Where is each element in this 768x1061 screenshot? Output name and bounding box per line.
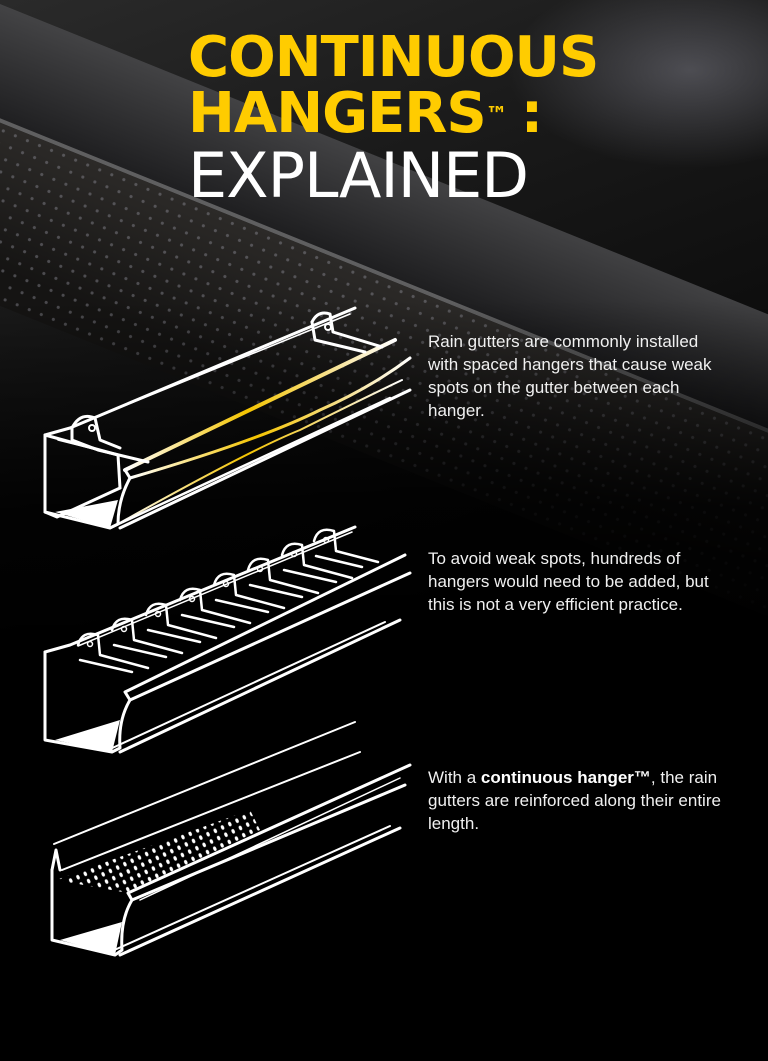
title-line-1: CONTINUOUS [188, 25, 599, 90]
illustration-continuous-hanger [50, 721, 412, 957]
trademark-symbol: ™ [485, 103, 508, 128]
caption-many-hangers: To avoid weak spots, hundreds of hangers… [428, 549, 709, 614]
caption-continuous-hanger: With a continuous hanger™, the rain gutt… [428, 766, 728, 835]
caption-spaced-hangers: Rain gutters are commonly installed with… [428, 332, 712, 420]
title-colon: : [520, 81, 543, 146]
illustration-many-hangers [43, 525, 412, 754]
title-line-2: HANGERS™: [188, 86, 598, 142]
title-line-3: EXPLAINED [188, 139, 529, 212]
caption-prefix: With a [428, 768, 481, 787]
gutter-illustrations [43, 306, 412, 957]
caption-suffix: , the rain gutters are reinforced along … [428, 768, 721, 833]
illustration-spaced-hangers [43, 306, 412, 530]
page-title: CONTINUOUS HANGERS™: EXPLAINED [188, 25, 599, 212]
caption-bold-term: continuous hanger™ [480, 768, 651, 787]
title-hangers: HANGERS [188, 81, 487, 146]
